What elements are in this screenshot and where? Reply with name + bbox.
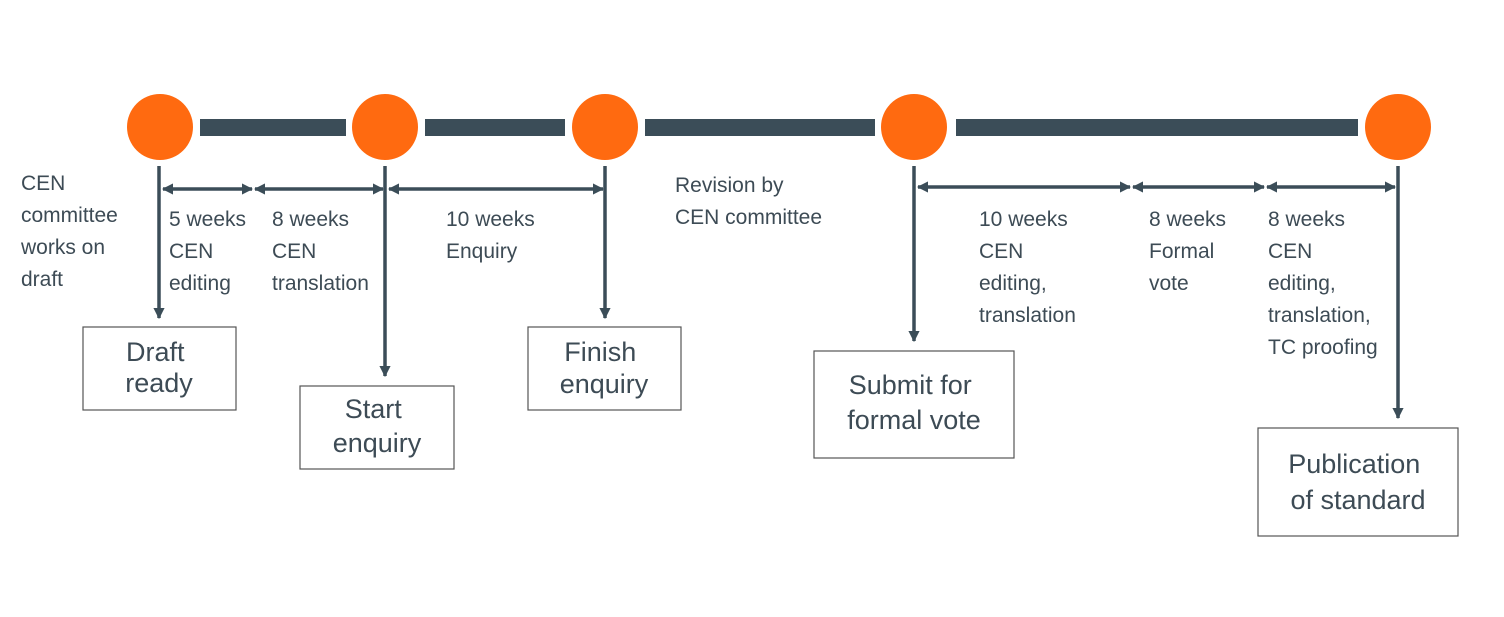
milestone-label: Finish enquiry bbox=[560, 337, 649, 399]
milestone-dot bbox=[352, 94, 418, 160]
duration-line: editing, bbox=[979, 272, 1047, 295]
timeline-bar bbox=[645, 119, 875, 136]
milestone-line: enquiry bbox=[560, 369, 649, 399]
duration-line: translation bbox=[272, 272, 369, 295]
milestone-line: Start bbox=[345, 394, 403, 424]
duration-line: Enquiry bbox=[446, 240, 518, 263]
duration-line: 8 weeks bbox=[1268, 208, 1345, 231]
milestone-box-submit-formal-vote bbox=[813, 350, 1015, 459]
note-line: Revision by bbox=[675, 174, 784, 197]
timeline-bar bbox=[956, 119, 1358, 136]
milestone-label: Publication of standard bbox=[1288, 449, 1428, 515]
timeline-bar bbox=[200, 119, 346, 136]
milestone-line: ready bbox=[125, 368, 193, 398]
duration-line: vote bbox=[1149, 272, 1189, 295]
milestone-dot bbox=[127, 94, 193, 160]
duration-line: 10 weeks bbox=[446, 208, 535, 231]
revision-note: Revision by CEN committee bbox=[675, 174, 822, 229]
duration-label: 8 weeks CEN translation bbox=[272, 208, 369, 295]
milestone-label: Submit for formal vote bbox=[847, 370, 981, 435]
milestone-label: Start enquiry bbox=[333, 394, 422, 458]
milestone-line: of standard bbox=[1290, 485, 1425, 515]
milestone-line: Publication bbox=[1288, 449, 1420, 479]
milestone-line: formal vote bbox=[847, 405, 981, 435]
duration-line: editing bbox=[169, 272, 231, 295]
duration-label: 10 weeks CEN editing, translation bbox=[979, 208, 1076, 327]
note-line: committee bbox=[21, 204, 118, 227]
milestone-line: Submit for bbox=[849, 370, 972, 400]
duration-line: CEN bbox=[979, 240, 1023, 263]
note-line: draft bbox=[21, 268, 63, 291]
duration-label: 8 weeks Formal vote bbox=[1149, 208, 1232, 295]
duration-line: CEN bbox=[272, 240, 316, 263]
committee-note: CEN committee works on draft bbox=[20, 172, 124, 291]
duration-line: TC proofing bbox=[1268, 336, 1378, 359]
duration-label: 10 weeks Enquiry bbox=[446, 208, 541, 263]
note-line: works on bbox=[20, 236, 105, 259]
milestone-box-start-enquiry bbox=[299, 385, 455, 470]
milestone-box-finish-enquiry bbox=[527, 326, 682, 411]
duration-line: 8 weeks bbox=[1149, 208, 1226, 231]
duration-label: 8 weeks CEN editing, translation, TC pro… bbox=[1268, 208, 1378, 359]
duration-label: 5 weeks CEN editing bbox=[169, 208, 252, 295]
milestone-dot bbox=[572, 94, 638, 160]
duration-line: translation, bbox=[1268, 304, 1371, 327]
duration-line: translation bbox=[979, 304, 1076, 327]
milestone-box-draft-ready bbox=[82, 326, 237, 411]
duration-line: editing, bbox=[1268, 272, 1336, 295]
duration-line: 10 weeks bbox=[979, 208, 1068, 231]
milestone-dot bbox=[1365, 94, 1431, 160]
duration-line: 5 weeks bbox=[169, 208, 246, 231]
duration-line: Formal bbox=[1149, 240, 1214, 263]
timeline-bar bbox=[425, 119, 565, 136]
milestone-line: enquiry bbox=[333, 428, 422, 458]
duration-line: CEN bbox=[1268, 240, 1312, 263]
milestone-dot bbox=[881, 94, 947, 160]
duration-line: 8 weeks bbox=[272, 208, 349, 231]
note-line: CEN committee bbox=[675, 206, 822, 229]
milestone-label: Draft ready bbox=[125, 337, 193, 398]
duration-line: CEN bbox=[169, 240, 213, 263]
milestone-line: Finish bbox=[564, 337, 636, 367]
milestone-line: Draft bbox=[126, 337, 185, 367]
note-line: CEN bbox=[21, 172, 65, 195]
milestone-box-publication bbox=[1257, 427, 1459, 537]
